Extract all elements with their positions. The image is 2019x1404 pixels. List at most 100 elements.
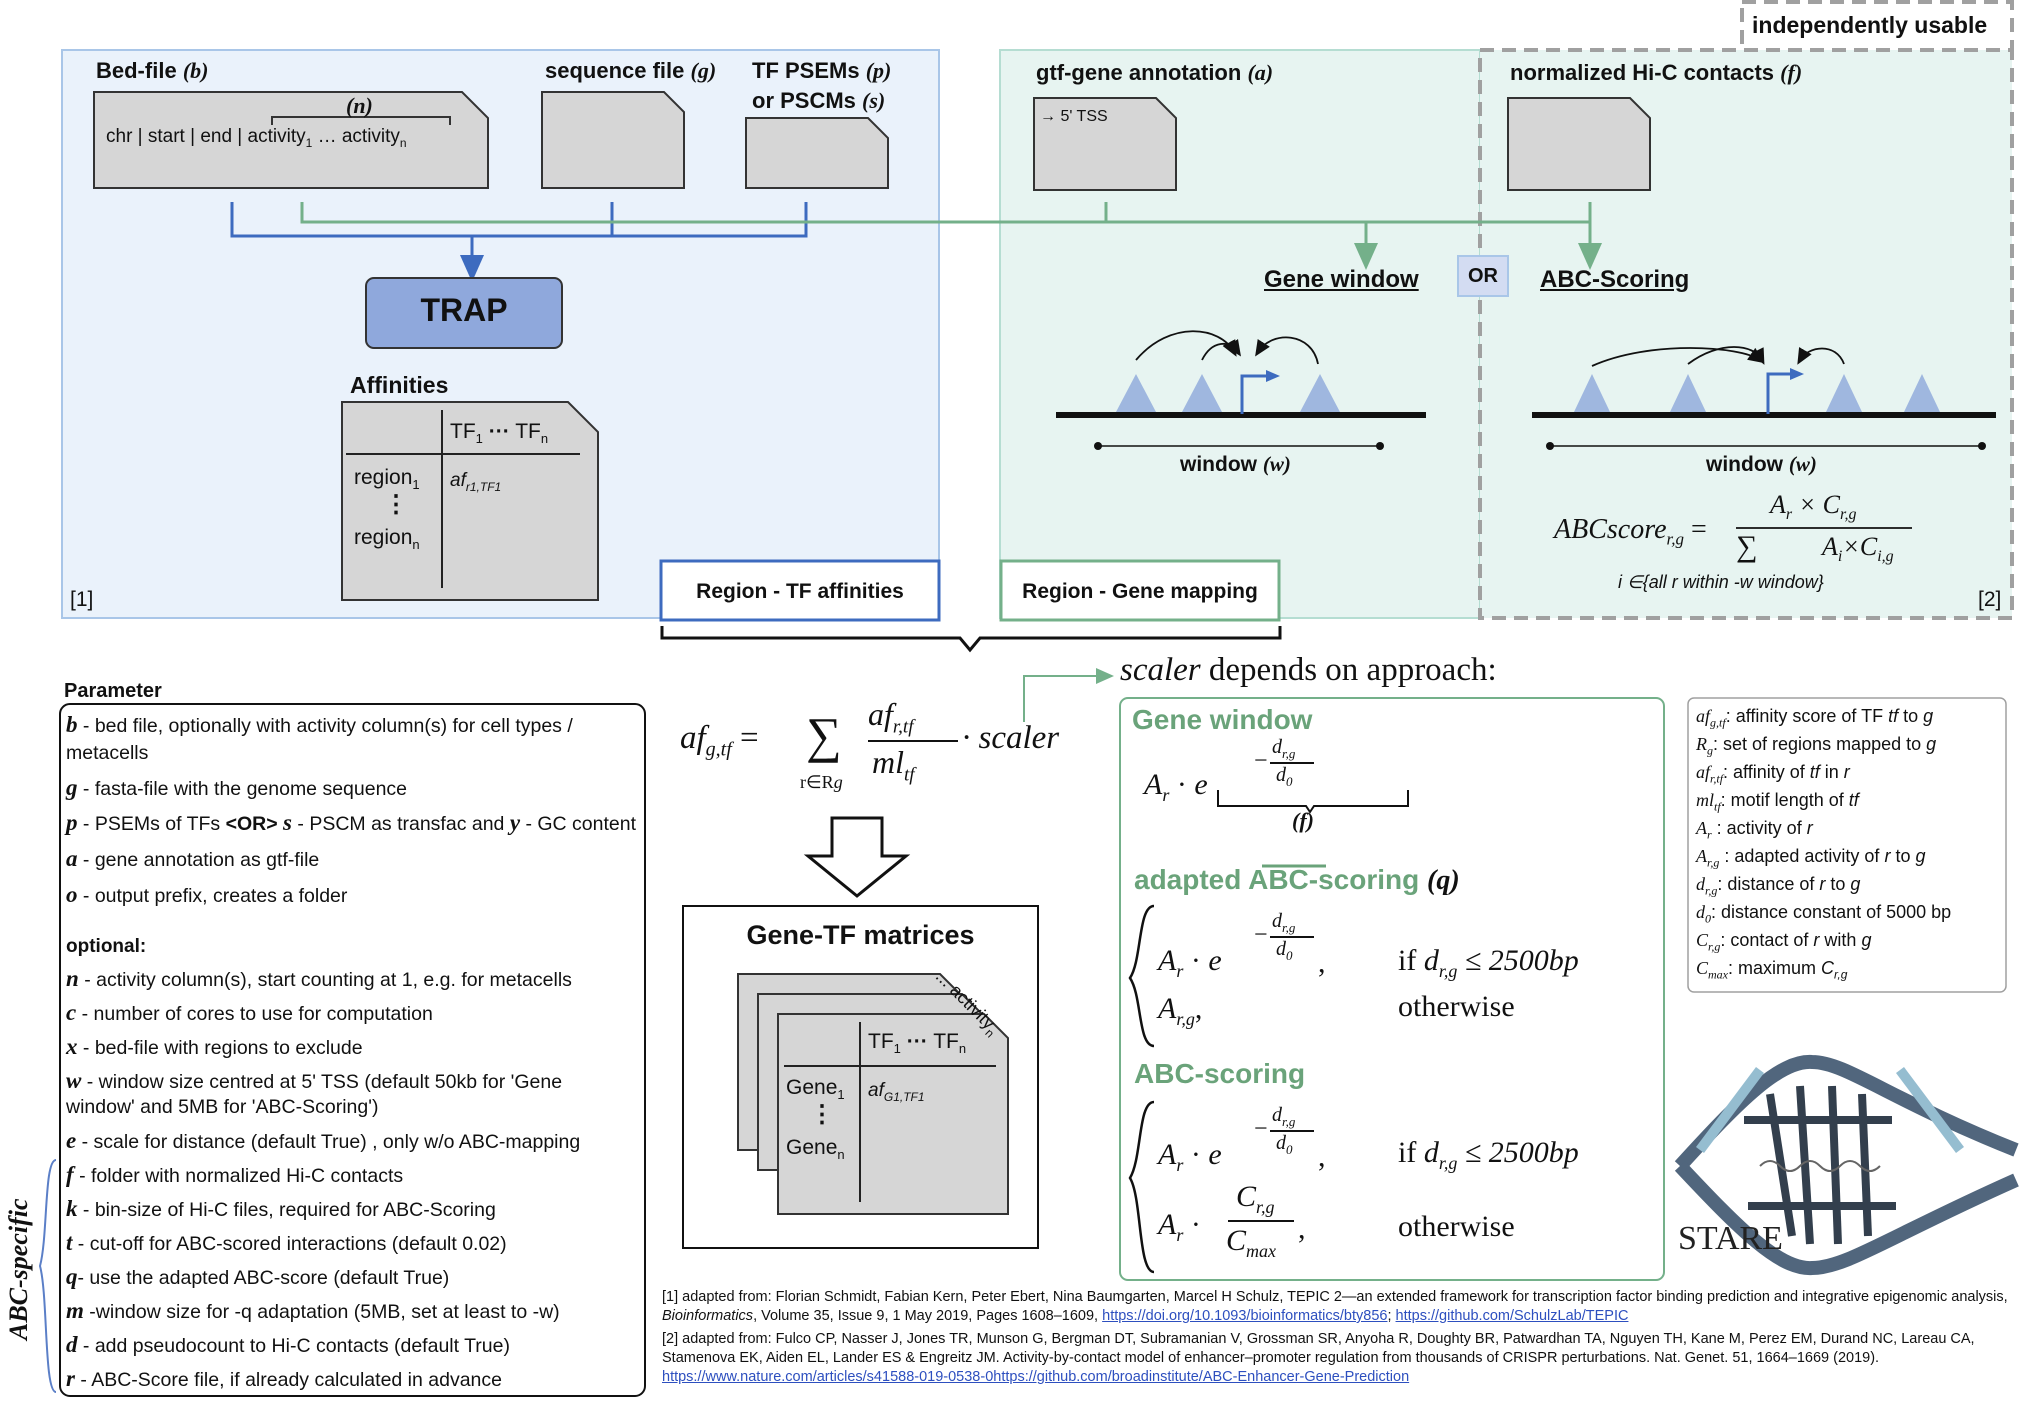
abc-exp-numerator: dr,g <box>1272 1104 1296 1129</box>
affinities-document <box>341 401 599 601</box>
param-x: x - bed-file with regions to exclude <box>66 1034 363 1059</box>
gw-brace-key: (f) <box>1292 808 1314 833</box>
abc-case2-otherwise: otherwise <box>1398 1210 1515 1243</box>
abc-scoring-title: ABC-scoring <box>1134 1058 1306 1089</box>
abc-case2-numerator: Cr,g <box>1236 1180 1275 1217</box>
adapted-case1-comma: , <box>1318 946 1326 979</box>
adapted-exp-denominator: d0 <box>1276 938 1293 963</box>
abc-case1-comma: , <box>1318 1140 1326 1173</box>
ref1-github-link[interactable]: https://github.com/SchulzLab/TEPIC <box>1395 1308 1629 1324</box>
scaler-box <box>1119 697 1665 1281</box>
param-f: f - folder with normalized Hi-C contacts <box>66 1162 404 1187</box>
adapted-case1-condition: if dr,g ≤ 2500bp <box>1398 944 1579 981</box>
abc-formula-sum: ∑ <box>1736 530 1758 563</box>
abc-exp-minus: − <box>1254 1116 1268 1142</box>
aff-cell: afr1,TF1 <box>450 470 502 494</box>
or-box <box>1457 255 1509 297</box>
matrix-tf-header: TF1 ··· TFn <box>868 1030 967 1057</box>
center-formula-scaler: · scaler <box>962 720 1060 756</box>
reference-2: [2] adapted from: Fulco CP, Nasser J, Jo… <box>662 1331 1975 1385</box>
affinities-label: Affinities <box>350 372 449 398</box>
gtf-label: gtf-gene annotation (a) <box>1036 60 1274 85</box>
tf-psems-label: TF PSEMs (p)or PSCMs (s) <box>752 58 892 113</box>
legend-item: Ar : activity of r <box>1696 818 1813 842</box>
matrix-genen: Genen <box>786 1136 845 1163</box>
hic-document <box>1507 97 1651 191</box>
matrices-title: Gene-TF matrices <box>746 920 975 950</box>
region-gene-box <box>999 559 1281 622</box>
sequence-file-label: sequence file (g) <box>545 58 717 83</box>
abc-formula-condition: i ∈{all r within -w window} <box>1618 572 1824 592</box>
reference-1: [1] adapted from: Florian Schmidt, Fabia… <box>662 1289 2008 1324</box>
gtf-inner: → 5' TSS <box>1040 108 1108 125</box>
gw-exp-minus: − <box>1254 748 1268 774</box>
param-e: e - scale for distance (default True) , … <box>66 1128 581 1153</box>
legend-item: afg,tf: affinity score of TF tf to g <box>1696 706 1934 730</box>
center-formula-fraction-bar <box>868 740 958 742</box>
param-w-cont: window' and 5MB for 'ABC-Scoring') <box>66 1096 379 1118</box>
or-label: OR <box>1468 265 1498 287</box>
legend-item: Cmax: maximum Cr,g <box>1696 958 1848 982</box>
region-tf-label: Region - TF affinities <box>696 580 904 603</box>
aff-regionn: regionn <box>354 526 420 553</box>
adapted-exp-bar <box>1270 936 1314 938</box>
abc-scoring-label: ABC-Scoring <box>1540 266 1690 293</box>
abc-window-label: window (w) <box>1706 452 1817 476</box>
gw-exp-bar <box>1270 762 1314 764</box>
param-n: n - activity column(s), start counting a… <box>66 966 572 991</box>
param-o: o - output prefix, creates a folder <box>66 882 348 907</box>
legend-item: Cr,g: contact of r with g <box>1696 930 1872 954</box>
abc-formula-numerator: Ar × Cr,g <box>1770 490 1857 524</box>
abc-exp-bar <box>1270 1130 1314 1132</box>
param-b-cont: metacells <box>66 742 149 764</box>
trap-box <box>365 277 563 349</box>
legend-item: dr,g: distance of r to g <box>1696 874 1861 898</box>
stare-logo-text: STARE <box>1678 1220 1783 1257</box>
matrix-cell: afG1,TF1 <box>868 1080 925 1104</box>
bed-n-bracket <box>271 116 451 125</box>
param-c: c - number of cores to use for computati… <box>66 1000 433 1025</box>
abc-formula-lhs: ABCscorer,g = <box>1554 514 1707 549</box>
ref1-marker: [1] <box>70 588 94 611</box>
abc-case2-comma: , <box>1298 1212 1306 1245</box>
legend-item: afr,tf: affinity of tf in r <box>1696 762 1850 786</box>
param-q: q- use the adapted ABC-score (default Tr… <box>66 1264 450 1289</box>
param-k: k - bin-size of Hi-C files, required for… <box>66 1196 496 1221</box>
legend-item: d0: distance constant of 5000 bp <box>1696 902 1952 926</box>
abc-case2-denominator: Cmax <box>1226 1224 1277 1261</box>
adapted-exp-minus: − <box>1254 922 1268 948</box>
center-formula-sum: ∑ <box>806 707 842 763</box>
ref2-link[interactable]: https://www.nature.com/articles/s41588-0… <box>662 1369 1410 1385</box>
adapted-case1-formula: Ar · e <box>1158 944 1222 981</box>
stare-logo <box>1674 1054 2019 1276</box>
adapted-exp-numerator: dr,g <box>1272 910 1296 935</box>
param-p: p - PSEMs of TFs <OR> s - PSCM as transf… <box>66 810 637 835</box>
abc-case2-bar <box>1228 1220 1294 1222</box>
independently-usable-box <box>1740 0 2014 52</box>
gene-window-diagram <box>1056 330 1426 450</box>
abc-case1-condition: if dr,g ≤ 2500bp <box>1398 1136 1579 1173</box>
green-connectors <box>300 202 1602 270</box>
ref1-doi-link[interactable]: https://doi.org/10.1093/bioinformatics/b… <box>1102 1308 1388 1324</box>
independently-usable-label: independently usable <box>1752 12 1988 38</box>
parameter-box <box>59 703 646 1397</box>
abc-case2-Ar: Ar · <box>1158 1208 1201 1245</box>
ref2-marker: [2] <box>1978 588 2002 611</box>
abc-formula-denominator: Ai×Ci,g <box>1822 532 1894 566</box>
legend-item: Rg: set of regions mapped to g <box>1696 734 1937 758</box>
param-b: b - bed file, optionally with activity c… <box>66 712 573 737</box>
blue-connectors <box>230 202 808 282</box>
aff-region1: region1 <box>354 466 420 493</box>
legend-item: mltf: motif length of tf <box>1696 790 1859 814</box>
region-brace <box>660 626 1282 653</box>
gw-exp-numerator: dr,g <box>1272 736 1296 761</box>
aff-vdots: ⋮ <box>384 491 408 518</box>
bed-file-label: Bed-file (b) <box>96 58 209 83</box>
abc-diagram <box>1532 346 1996 529</box>
gw-exp-denominator: d0 <box>1276 764 1293 789</box>
adapted-case2-formula: Ar,g, <box>1158 992 1203 1029</box>
param-m: m -window size for -q adaptation (5MB, s… <box>66 1298 560 1323</box>
region-tf-box <box>659 559 941 622</box>
matrix-gene1: Gene1 <box>786 1076 845 1103</box>
center-formula-sum-sub: r∈Rg <box>800 772 843 792</box>
